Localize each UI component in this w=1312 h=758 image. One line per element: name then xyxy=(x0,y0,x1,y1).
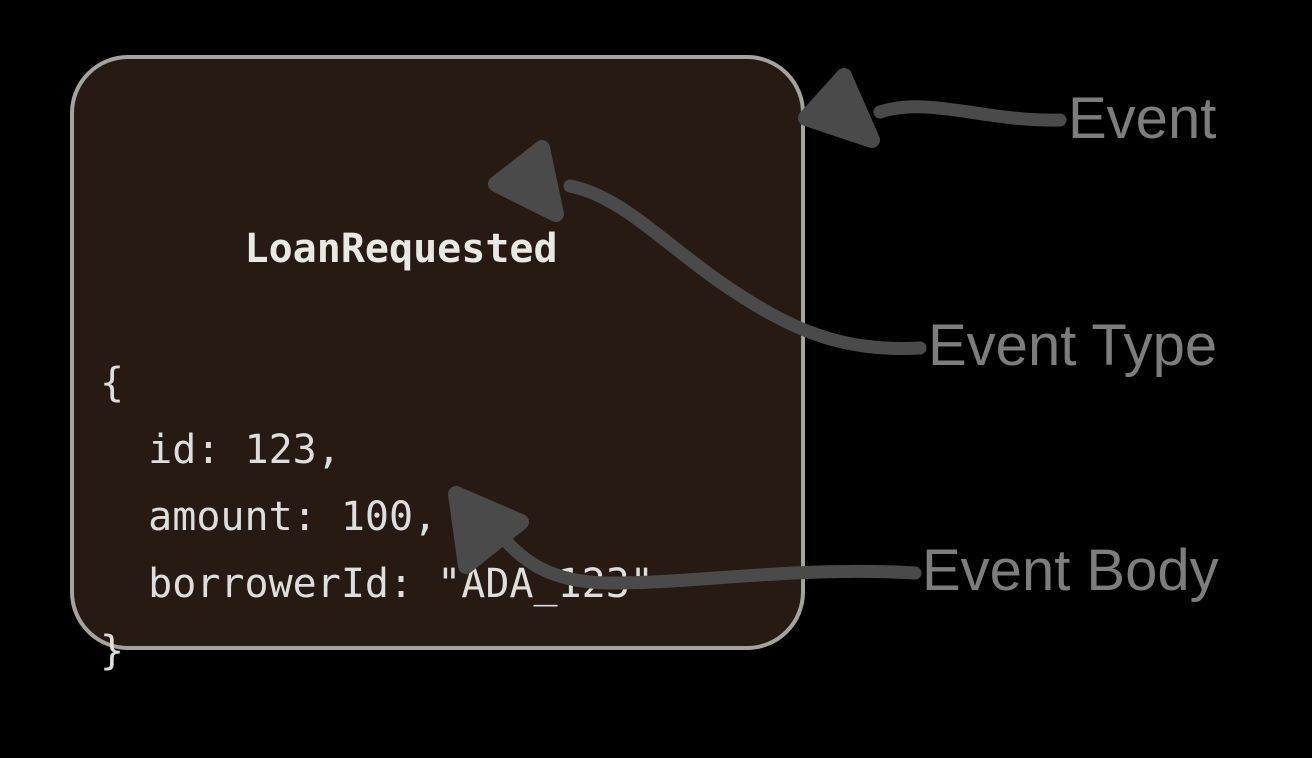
event-type-text: LoanRequested xyxy=(244,226,558,272)
event-card: LoanRequested { id: 123, amount: 100, bo… xyxy=(70,55,805,674)
arrow-event xyxy=(798,68,1067,148)
event-code-block: LoanRequested { id: 123, amount: 100, bo… xyxy=(100,149,791,758)
event-body-text: { id: 123, amount: 100, borrowerId: "ADA… xyxy=(100,360,654,674)
arrow-event-head xyxy=(798,68,880,148)
annotation-label-event-type: Event Type xyxy=(928,313,1218,378)
annotation-label-event: Event xyxy=(1068,86,1217,151)
arrow-event-line xyxy=(873,100,1067,127)
annotation-label-event-body: Event Body xyxy=(922,538,1219,603)
